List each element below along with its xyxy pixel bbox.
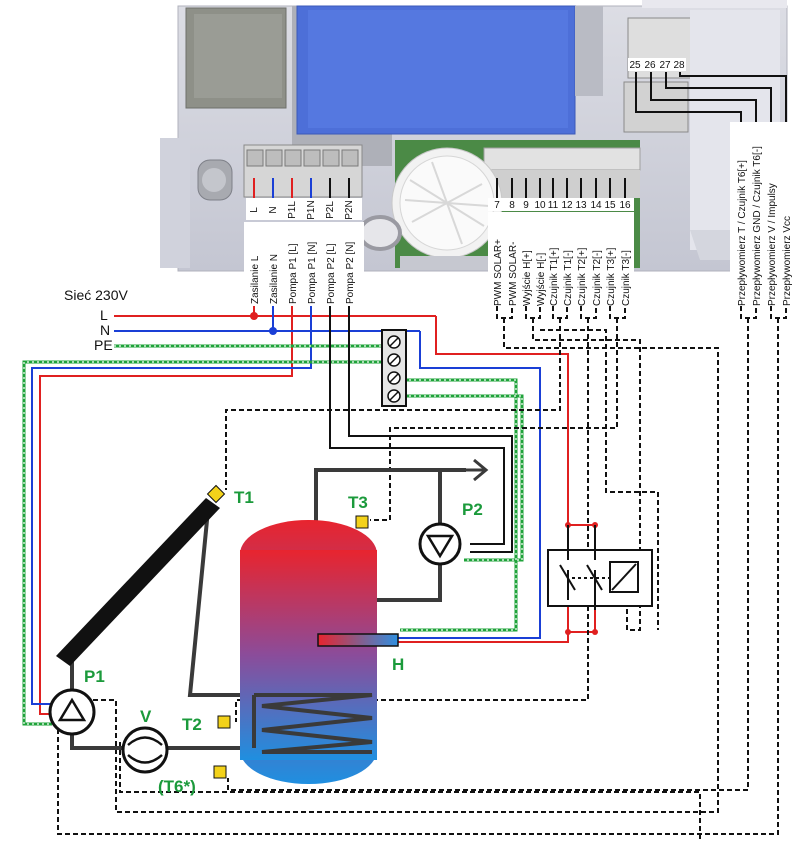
solar-collector	[56, 498, 220, 666]
sensor-t1	[206, 484, 226, 504]
pump-p2-label: P2	[462, 500, 483, 519]
sensor-t3	[355, 515, 369, 529]
sensor-t2	[217, 715, 231, 729]
flow-arrow-icon	[466, 458, 489, 482]
terminal-number-13: 13	[575, 200, 587, 211]
line-label-L: L	[100, 307, 108, 323]
terminal-label-czujnik-t1-minus: Czujnik T1[-]	[563, 250, 574, 306]
heater-element	[317, 633, 399, 647]
terminal-label-pwm-solar-plus: PWM SOLAR+	[493, 239, 504, 306]
terminal-number-7: 7	[494, 200, 500, 211]
terminal-label-flow-t: Przepływomierz T / Czujnik T6[+]	[737, 160, 748, 306]
terminal-label-pompa-p1-l: Pompa P1 [L]	[288, 243, 299, 304]
terminal-label-pompa-p2-l: Pompa P2 [L]	[326, 243, 337, 304]
terminal-number-12: 12	[561, 200, 573, 211]
terminal-label-zasilanie-n: Zasilanie N	[269, 254, 280, 304]
heater-label: H	[392, 655, 404, 674]
terminal-label-pwm-solar-minus: PWM SOLAR-	[508, 242, 519, 306]
terminal-label-czujnik-t2-minus: Czujnik T2[-]	[592, 250, 603, 306]
terminal-label-wyjscie-h-minus: Wyjście H[-]	[536, 253, 547, 306]
pump-p1-label: P1	[84, 667, 105, 686]
pump-p2	[418, 522, 462, 566]
terminal-number-16: 16	[619, 200, 631, 211]
terminal-strip-power: L N P1L P1N P2L P2N Zasilanie L Zasilani…	[244, 178, 364, 306]
terminal-label-flow-gnd: Przepływomierz GND / Czujnik T6[-]	[752, 146, 763, 306]
sensor-t6	[213, 765, 227, 779]
heat-exchanger-coil	[252, 693, 373, 754]
sensor-t3-label: T3	[348, 493, 368, 512]
flowmeter-label: V	[140, 707, 152, 726]
sensor-t2-label: T2	[182, 715, 202, 734]
terminal-code-L: L	[249, 207, 260, 213]
terminal-label-flow-v: Przepływomierz V / Impulsy	[767, 183, 778, 306]
terminal-number-8: 8	[509, 200, 515, 211]
terminal-number-27: 27	[659, 60, 671, 71]
terminal-label-pompa-p2-n: Pompa P2 [N]	[345, 242, 356, 304]
terminal-label-pompa-p1-n: Pompa P1 [N]	[307, 242, 318, 304]
mains-supply: Sieć 230V L N PE	[64, 287, 128, 353]
terminal-code-N: N	[268, 206, 279, 213]
controller-board	[160, 0, 788, 272]
pump2-power-wires	[329, 306, 513, 553]
line-label-PE: PE	[94, 337, 113, 353]
terminal-code-P2L: P2L	[325, 201, 336, 219]
terminal-number-14: 14	[590, 200, 602, 211]
sensor-t1-label: T1	[234, 488, 254, 507]
junction-neutral	[269, 327, 277, 335]
junction-live	[250, 312, 258, 320]
terminal-number-11: 11	[548, 200, 559, 211]
terminal-number-10: 10	[534, 200, 546, 211]
live-wires	[39, 306, 596, 715]
terminal-label-czujnik-t3-minus: Czujnik T3[-]	[621, 250, 632, 306]
pump-p1	[48, 688, 96, 736]
terminal-label-czujnik-t1-plus: Czujnik T1[+]	[549, 247, 560, 306]
terminal-label-czujnik-t3-plus: Czujnik T3[+]	[606, 247, 617, 306]
heater-relay	[547, 525, 653, 610]
terminal-number-28: 28	[673, 60, 685, 71]
terminal-number-9: 9	[523, 200, 529, 211]
terminal-label-wyjscie-h-plus: Wyjście H[+]	[522, 250, 533, 306]
terminal-code-P1L: P1L	[287, 201, 298, 219]
flowmeter-v	[121, 726, 169, 774]
signal-wires	[57, 306, 787, 840]
terminal-strip-flowmeter: 25 26 27 28 Przepływomierz T / Czujnik T…	[628, 58, 796, 308]
terminal-code-P1N: P1N	[306, 200, 317, 219]
terminal-label-flow-vcc: Przepływomierz Vcc	[782, 216, 793, 306]
terminal-label-zasilanie-l: Zasilanie L	[250, 255, 261, 304]
terminal-label-czujnik-t2-plus: Czujnik T2[+]	[577, 247, 588, 306]
terminal-strip-signals: 7 8 9 10 11 12 13 14 15 16 PWM SOLAR+ PW…	[488, 178, 634, 308]
terminal-number-15: 15	[604, 200, 616, 211]
terminal-code-P2N: P2N	[344, 200, 355, 219]
pe-terminal-block	[381, 329, 407, 407]
sensor-t6-label: (T6*)	[158, 777, 196, 796]
terminal-number-26: 26	[644, 60, 656, 71]
terminal-number-25: 25	[629, 60, 641, 71]
mains-title: Sieć 230V	[64, 287, 128, 303]
line-label-N: N	[100, 322, 110, 338]
